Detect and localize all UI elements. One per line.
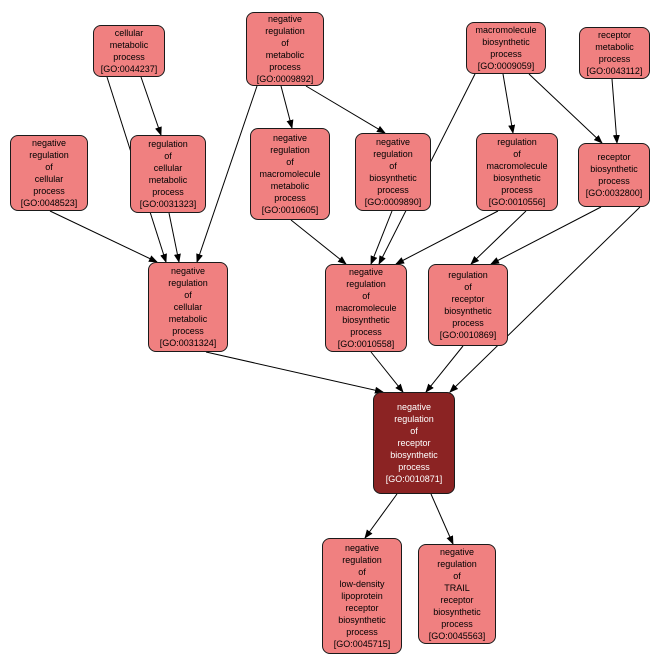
node-go-0032800[interactable]: receptor biosynthetic process [GO:003280…	[578, 143, 650, 207]
edge-go-0010869-to-go-0010871	[425, 345, 464, 393]
edge-go-0044237-to-go-0031323	[140, 76, 162, 136]
edge-go-0009892-to-go-0031324	[196, 85, 258, 263]
edge-go-0009059-to-go-0032800	[528, 73, 603, 144]
edge-go-0010558-to-go-0010871	[370, 351, 404, 393]
edge-go-0010605-to-go-0010558	[290, 219, 347, 265]
node-go-0010556[interactable]: regulation of macromolecule biosynthetic…	[476, 133, 558, 211]
edge-go-0010556-to-go-0010558	[395, 210, 499, 265]
node-go-0010871[interactable]: negative regulation of receptor biosynth…	[373, 392, 455, 494]
node-go-0009892[interactable]: negative regulation of metabolic process…	[246, 12, 324, 86]
edge-go-0009890-to-go-0010558	[370, 210, 393, 265]
edge-go-0032800-to-go-0010871	[449, 206, 641, 393]
edge-go-0009892-to-go-0009890	[305, 85, 386, 134]
edge-go-0043112-to-go-0032800	[611, 78, 620, 144]
edge-go-0009059-to-go-0010556	[502, 73, 516, 134]
node-go-0044237[interactable]: cellular metabolic process [GO:0044237]	[93, 25, 165, 77]
edge-go-0032800-to-go-0010869	[490, 206, 602, 265]
edge-go-0048523-to-go-0031324	[49, 210, 158, 263]
edge-go-0031323-to-go-0031324	[168, 212, 181, 263]
node-go-0045563[interactable]: negative regulation of TRAIL receptor bi…	[418, 544, 496, 644]
node-go-0048523[interactable]: negative regulation of cellular process …	[10, 135, 88, 211]
node-go-0009890[interactable]: negative regulation of biosynthetic proc…	[355, 133, 431, 211]
node-go-0010605[interactable]: negative regulation of macromolecule met…	[250, 128, 330, 220]
node-go-0010869[interactable]: regulation of receptor biosynthetic proc…	[428, 264, 508, 346]
edge-go-0010871-to-go-0045563	[430, 493, 454, 545]
edge-go-0009892-to-go-0010605	[280, 85, 294, 129]
edge-go-0010556-to-go-0010869	[470, 210, 527, 265]
edge-go-0010871-to-go-0045715	[364, 493, 398, 539]
node-go-0031324[interactable]: negative regulation of cellular metaboli…	[148, 262, 228, 352]
edge-go-0031324-to-go-0010871	[205, 351, 384, 394]
node-go-0043112[interactable]: receptor metabolic process [GO:0043112]	[579, 27, 650, 79]
node-go-0010558[interactable]: negative regulation of macromolecule bio…	[325, 264, 407, 352]
node-go-0009059[interactable]: macromolecule biosynthetic process [GO:0…	[466, 22, 546, 74]
node-go-0045715[interactable]: negative regulation of low-density lipop…	[322, 538, 402, 654]
node-go-0031323[interactable]: regulation of cellular metabolic process…	[130, 135, 206, 213]
